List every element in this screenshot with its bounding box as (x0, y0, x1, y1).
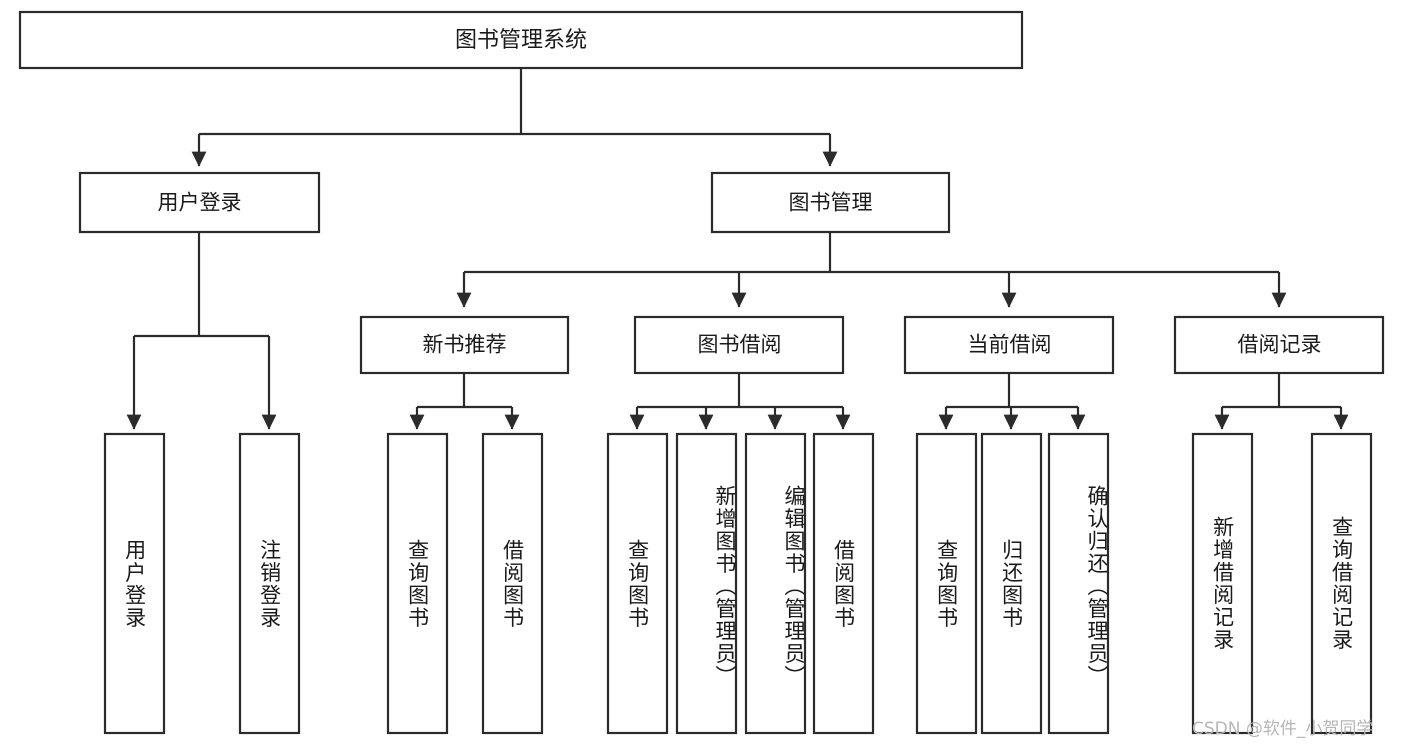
watermark-text: CSDN @软件_小贺同学 (1192, 719, 1374, 739)
leaf-box-return-book[interactable] (980, 432, 1043, 735)
connector-current-borrow-to-leaves (938, 373, 1086, 430)
leaf-box-query-record[interactable] (1310, 432, 1373, 735)
leaf-box-borrow-book-2[interactable] (812, 432, 875, 735)
leaf-box-user-login[interactable] (103, 432, 166, 735)
node-root[interactable]: 图书管理系统 (18, 10, 1024, 70)
node-book-manage-label: 图书管理 (789, 191, 873, 215)
node-user-login[interactable]: 用户登录 (78, 171, 321, 234)
node-borrow-record[interactable]: 借阅记录 (1173, 315, 1385, 375)
leaf-box-query-book-2[interactable] (606, 432, 669, 735)
node-new-book-rec-label: 新书推荐 (423, 333, 507, 357)
leaf-box-edit-book[interactable] (744, 432, 807, 735)
leaf-box-add-book[interactable] (675, 432, 738, 735)
node-current-borrow-box[interactable] (903, 315, 1115, 375)
leaf-box-add-record[interactable] (1191, 432, 1254, 735)
node-book-borrow[interactable]: 图书借阅 (633, 315, 845, 375)
node-new-book-rec[interactable]: 新书推荐 (359, 315, 570, 375)
connector-borrow-record-to-leaves (1214, 373, 1349, 430)
node-current-borrow-label: 当前借阅 (968, 333, 1052, 357)
node-current-borrow[interactable]: 当前借阅 (903, 315, 1115, 375)
leaf-box-user-logout[interactable] (238, 432, 301, 735)
connector-root-to-level2 (191, 68, 838, 167)
connector-book-manage-to-level3 (456, 232, 1287, 308)
connector-user-login-to-leaves (126, 232, 277, 430)
leaf-box-confirm-return[interactable] (1047, 432, 1110, 735)
leaf-box-query-book-1[interactable] (386, 432, 449, 735)
node-user-login-label: 用户登录 (158, 191, 242, 215)
node-new-book-rec-box[interactable] (359, 315, 570, 375)
leaf-box-borrow-book-1[interactable] (481, 432, 544, 735)
node-root-box[interactable] (18, 10, 1024, 70)
node-root-label: 图书管理系统 (455, 28, 587, 53)
leaf-box-query-book-3[interactable] (915, 432, 978, 735)
node-borrow-record-label: 借阅记录 (1238, 333, 1322, 357)
connector-new-book-rec-to-leaves (409, 373, 520, 430)
node-book-borrow-label: 图书借阅 (698, 333, 782, 357)
connector-book-borrow-to-leaves (629, 373, 851, 430)
node-user-login-box[interactable] (78, 171, 321, 234)
node-book-manage[interactable]: 图书管理 (710, 171, 951, 234)
